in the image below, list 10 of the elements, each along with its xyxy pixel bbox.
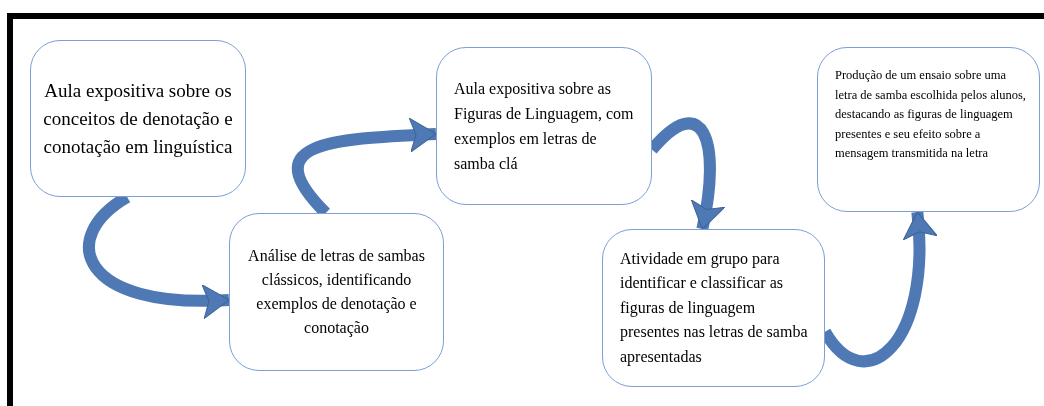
step-text: Atividade em grupo para identificar e classificar as figuras de linguagem presentes nas letras de samba apresentadas (620, 248, 809, 368)
process-box (30, 40, 246, 197)
process-box (229, 213, 444, 371)
step-text: Aula expositiva sobre os conceitos de denotação e conotação em linguística (43, 78, 233, 159)
step-text: Análise de letras de sambas clássicos, identificando exemplos de denotação e conotação (247, 246, 426, 339)
step-text: Produção de um ensaio sobre uma letra de samba escolhida pelos alunos, destacando as figuras de linguagem presentes e seu efeito sobre a mensagem transmitida na letra (835, 67, 1027, 162)
process-box (817, 47, 1040, 212)
process-box (436, 47, 652, 205)
process-box (602, 229, 825, 387)
step-text: Aula expositiva sobre as Figuras de Linguagem, com exemplos em letras de samba clá (454, 79, 635, 174)
